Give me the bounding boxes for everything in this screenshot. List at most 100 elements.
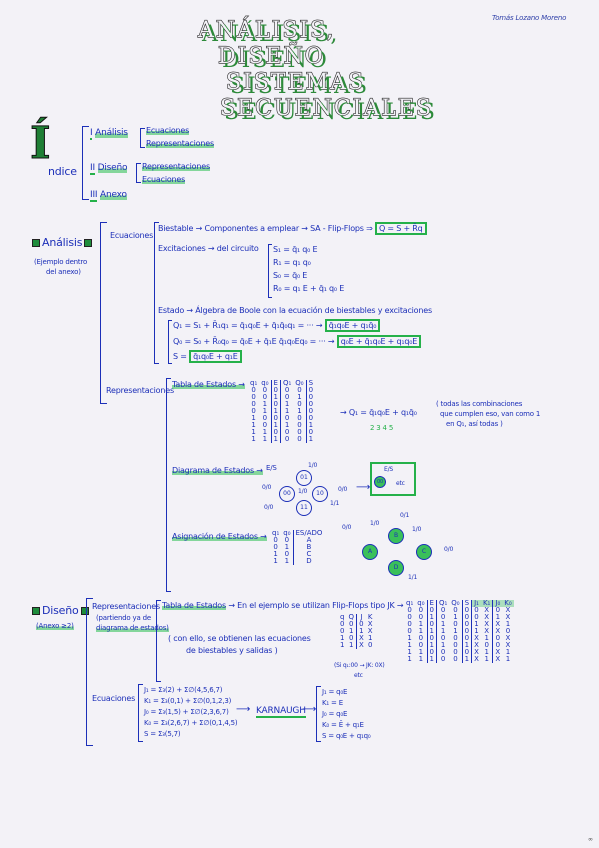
edge-label: 1/0 xyxy=(308,462,318,469)
table-cell: 1 xyxy=(435,628,450,635)
indice-item-2[interactable]: II Diseño xyxy=(90,163,128,175)
table-cell: 0 xyxy=(262,414,268,422)
q1-line: Q₁ = S₁ + R̄₁q₁ = q̄₁q₀E + q̄₁q̄₀q₁ = ··… xyxy=(173,319,381,332)
diseno-brace xyxy=(86,598,93,746)
excitacion-r1: R₁ = q₁ q₀ xyxy=(273,258,311,267)
indice-item-1-sub-2[interactable]: Representaciones xyxy=(146,139,214,148)
table-cell: 0 xyxy=(251,407,256,415)
table-header: Q₁ xyxy=(435,600,450,607)
table-cell: 0 xyxy=(305,408,316,415)
indice-item-2-sub-1[interactable]: Representaciones xyxy=(142,162,210,171)
diseno-rep-note-2: diagrama de estados) xyxy=(96,624,169,632)
table-cell: 0 xyxy=(453,620,458,628)
tabla-note-1: ( todas las combinaciones xyxy=(436,400,523,408)
diagrama-legend-box: E/S 00 etc xyxy=(370,462,416,496)
table-cell: 0 xyxy=(273,536,278,544)
table-cell: 0 xyxy=(251,400,256,408)
table-cell: 0 xyxy=(407,613,412,621)
table-cell: 0 xyxy=(435,614,450,621)
table-cell: 1 xyxy=(251,414,256,422)
table-cell: 0 xyxy=(461,635,472,642)
diseno-tabla-text: → En el ejemplo se utilizan Flip-Flops t… xyxy=(228,601,404,610)
table-cell: 1 xyxy=(270,408,281,415)
table-cell: 1 xyxy=(435,621,450,628)
table-cell: 0 xyxy=(505,627,511,635)
bullet-square-icon xyxy=(32,607,40,615)
table-cell: 1 xyxy=(270,422,281,429)
table-cell: 0 xyxy=(461,607,472,614)
bullet-square-icon xyxy=(32,239,40,247)
table-cell: 0 xyxy=(453,634,458,642)
table-cell: X xyxy=(492,656,503,663)
indice-item-1-sub-1[interactable]: Ecuaciones xyxy=(146,126,190,135)
table-cell: 1 xyxy=(305,436,316,443)
q0-result-box: q₀E + q̄₁q₀E + q₁q₀E xyxy=(336,335,422,348)
res-j0: J₀ = q₀E xyxy=(322,710,348,718)
s-result-box: q̄₁q₀E + q₁E xyxy=(189,350,242,363)
q0-line: Q₀ = S₀ + R̄₀q₀ = q̄₀E + q̄₁E q̄₁q₀Eq₀ =… xyxy=(173,335,422,348)
table-cell: 0 xyxy=(426,621,437,628)
with-note-1: ( con ello, se obtienen las ecuaciones xyxy=(168,634,311,643)
arrow-right-icon: ⟶ xyxy=(302,704,317,715)
diseno-tabla-label: Tabla de Estados xyxy=(162,601,226,610)
table-header: ES/ADO xyxy=(292,530,325,537)
table-cell: 0 xyxy=(273,543,278,551)
table-cell: 0 xyxy=(426,635,437,642)
indice-item-3[interactable]: III Anexo xyxy=(90,190,127,202)
table-cell: 0 xyxy=(251,386,256,394)
legend-etc: etc xyxy=(396,480,405,487)
s-text: S = xyxy=(173,352,187,361)
indice-item-2-sub-2[interactable]: Ecuaciones xyxy=(142,175,186,184)
table-cell: 0 xyxy=(270,401,281,408)
table-cell: 0 xyxy=(279,394,294,401)
edge-label: 1/1 xyxy=(408,574,418,581)
table-header: K xyxy=(367,613,373,621)
indice-item-2-text: Diseño xyxy=(97,163,128,173)
table-cell: 0 xyxy=(305,429,316,436)
ecuaciones-brace xyxy=(154,222,159,364)
table-cell: 0 xyxy=(407,606,412,614)
table-cell: 0 xyxy=(297,414,302,422)
ec-j1: J₁ = Σ₃(2) + Σ∅(4,5,6,7) xyxy=(144,686,223,694)
table-cell: 1 xyxy=(505,620,511,628)
biestable-text: Biestable → Componentes a emplear → SA -… xyxy=(158,224,373,233)
bullet-square-icon xyxy=(80,607,89,615)
bullet-square-icon xyxy=(84,239,93,247)
indice-item-1[interactable]: I Análisis xyxy=(90,128,128,140)
table-cell: X xyxy=(492,649,503,656)
table-cell: 1 xyxy=(367,634,373,642)
table-header: E xyxy=(270,380,281,387)
table-cell: 1 xyxy=(270,394,281,401)
diagrama-es-label: E/S xyxy=(266,464,277,472)
state-10: 10 xyxy=(312,486,328,502)
table-cell: X xyxy=(355,642,366,649)
indice-item-3-num: III xyxy=(90,190,98,202)
ec-k0: K₀ = Σ₃(2,6,7) + Σ∅(0,1,4,5) xyxy=(144,719,238,727)
ec-j0: J₀ = Σ₃(1,5) + Σ∅(2,3,6,7) xyxy=(144,708,229,716)
table-cell: 1 xyxy=(262,407,268,415)
table-cell: 1 xyxy=(297,407,302,415)
analisis-heading: Análisis xyxy=(30,236,94,249)
indice-item-2-brace xyxy=(136,163,141,183)
table-cell: 1 xyxy=(471,621,481,628)
table-cell: 0 xyxy=(305,387,316,394)
table-cell: 1 xyxy=(453,613,458,621)
table-cell: 0 xyxy=(279,429,294,436)
diseno-tabla-line: Tabla de Estados → En el ejemplo se util… xyxy=(162,601,404,610)
state-d: D xyxy=(388,560,404,576)
diseno-label: Diseño xyxy=(42,604,79,617)
diseno-representaciones-label: Representaciones xyxy=(92,602,160,611)
edge-label: 0/0 xyxy=(444,546,454,553)
table-cell: 0 xyxy=(305,415,316,422)
table-cell: 1 xyxy=(471,628,481,635)
table-cell: 0 xyxy=(262,386,268,394)
